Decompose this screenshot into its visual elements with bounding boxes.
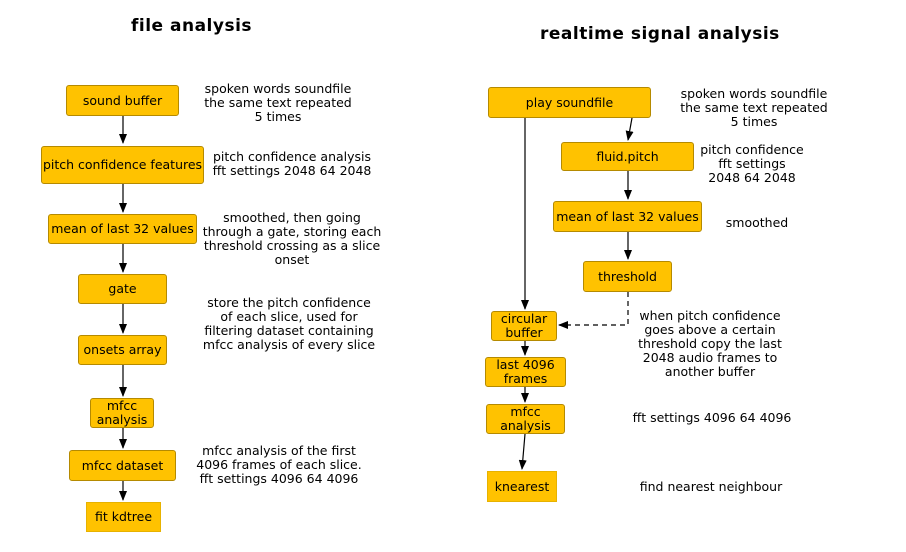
realtime-signal-analysis-title: realtime signal analysis: [540, 24, 780, 44]
note-left-smoothed-gate: smoothed, then going through a gate, sto…: [202, 210, 382, 267]
note-right-pitch-confidence: pitch confidence fft settings 2048 64 20…: [700, 142, 804, 185]
note-left-mfcc-first-frames: mfcc analysis of the first 4096 frames o…: [196, 443, 362, 486]
node-pitch-confidence-features: pitch confidence features: [41, 146, 204, 184]
node-fit-kdtree: fit kdtree: [86, 502, 161, 532]
node-mean-of-last-32-values: mean of last 32 values: [48, 214, 197, 244]
node-threshold: threshold: [583, 261, 672, 292]
note-left-soundfile: spoken words soundfile the same text rep…: [204, 81, 352, 124]
arrow-mfcc-to-knearest: [518, 433, 527, 470]
arrow-play-to-fluid-pitch: [625, 117, 634, 141]
node-circular-buffer: circular buffer: [491, 311, 557, 341]
node-play-soundfile: play soundfile: [488, 87, 651, 118]
node-mfcc-dataset: mfcc dataset: [69, 450, 176, 481]
note-right-smoothed: smoothed: [725, 215, 789, 230]
node-gate: gate: [78, 274, 167, 304]
note-right-soundfile: spoken words soundfile the same text rep…: [680, 86, 828, 129]
node-fluid-pitch: fluid.pitch: [561, 142, 694, 171]
node-mfcc-analysis-left: mfcc analysis: [90, 398, 154, 428]
node-knearest: knearest: [487, 471, 557, 502]
node-onsets-array: onsets array: [78, 335, 167, 365]
node-mean-of-last-32-values-right: mean of last 32 values: [553, 201, 702, 232]
node-last-4096-frames: last 4096 frames: [485, 357, 566, 387]
note-right-copy-frames: when pitch confidence goes above a certa…: [638, 308, 782, 379]
note-left-store-pitch: store the pitch confidence of each slice…: [202, 295, 376, 352]
node-mfcc-analysis-right: mfcc analysis: [486, 404, 565, 434]
note-left-pitch-confidence: pitch confidence analysis fft settings 2…: [212, 149, 372, 178]
file-analysis-title: file analysis: [131, 16, 253, 36]
note-right-nearest: find nearest neighbour: [639, 479, 783, 494]
note-right-fft-settings: fft settings 4096 64 4096: [632, 410, 792, 425]
node-sound-buffer: sound buffer: [66, 85, 179, 116]
dashed-arrow-threshold-to-circular-buffer: [558, 292, 629, 329]
